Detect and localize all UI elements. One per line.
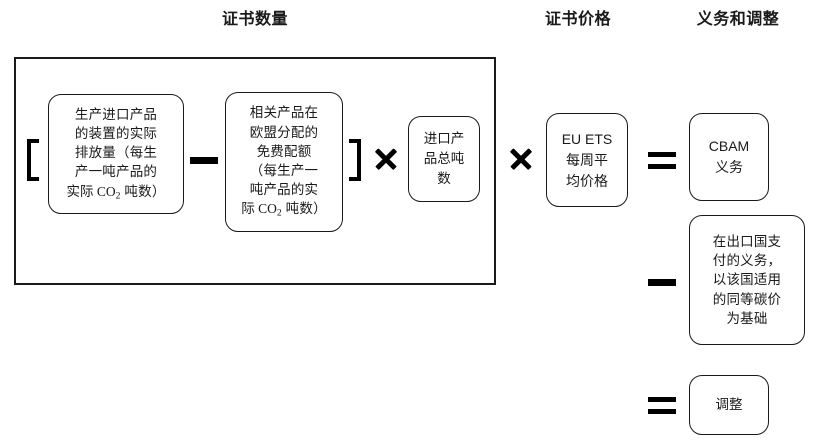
box-free-allocation-text: 相关产品在欧盟分配的免费配额（每生产一吨产品的实际 CO2 吨数） xyxy=(241,105,327,219)
certificate-quantity-group-box xyxy=(14,57,496,285)
box-export-country-payment-text: 在出口国支 付的义务， 以该国适用 的同等碳价 为基础 xyxy=(712,234,782,326)
box-eu-ets-weekly-average-price: EU ETS 每周平 均价格 xyxy=(546,113,628,207)
bracket-open xyxy=(27,139,39,181)
box-actual-emissions: 生产进口产品的装置的实际排放量（每生产一吨产品的实际 CO2 吨数） xyxy=(48,94,184,214)
operator-minus-2 xyxy=(648,279,676,286)
box-actual-emissions-text: 生产进口产品的装置的实际排放量（每生产一吨产品的实际 CO2 吨数） xyxy=(66,106,166,202)
column-header-obligation-and-adjustment: 义务和调整 xyxy=(696,11,780,28)
box-adjustment: 调整 xyxy=(689,375,769,435)
operator-equals-1 xyxy=(648,152,676,169)
bracket-close xyxy=(349,139,361,181)
box-export-country-payment: 在出口国支 付的义务， 以该国适用 的同等碳价 为基础 xyxy=(689,215,805,345)
column-header-certificate-price: 证书价格 xyxy=(544,11,612,28)
box-import-tonnage-text: 进口产 品总吨 数 xyxy=(423,130,465,187)
column-header-certificate-quantity: 证书数量 xyxy=(221,11,289,28)
box-free-allocation: 相关产品在欧盟分配的免费配额（每生产一吨产品的实际 CO2 吨数） xyxy=(225,92,343,232)
box-import-tonnage: 进口产 品总吨 数 xyxy=(408,116,480,202)
operator-minus-1 xyxy=(190,157,218,164)
box-eu-ets-weekly-average-price-text: EU ETS 每周平 均价格 xyxy=(561,130,613,189)
operator-equals-2 xyxy=(648,397,676,414)
operator-times-1 xyxy=(374,147,398,171)
box-cbam-obligation: CBAM 义务 xyxy=(689,113,769,201)
box-adjustment-text: 调整 xyxy=(715,396,743,412)
operator-times-2 xyxy=(509,147,533,171)
box-cbam-obligation-text: CBAM 义务 xyxy=(708,138,750,175)
